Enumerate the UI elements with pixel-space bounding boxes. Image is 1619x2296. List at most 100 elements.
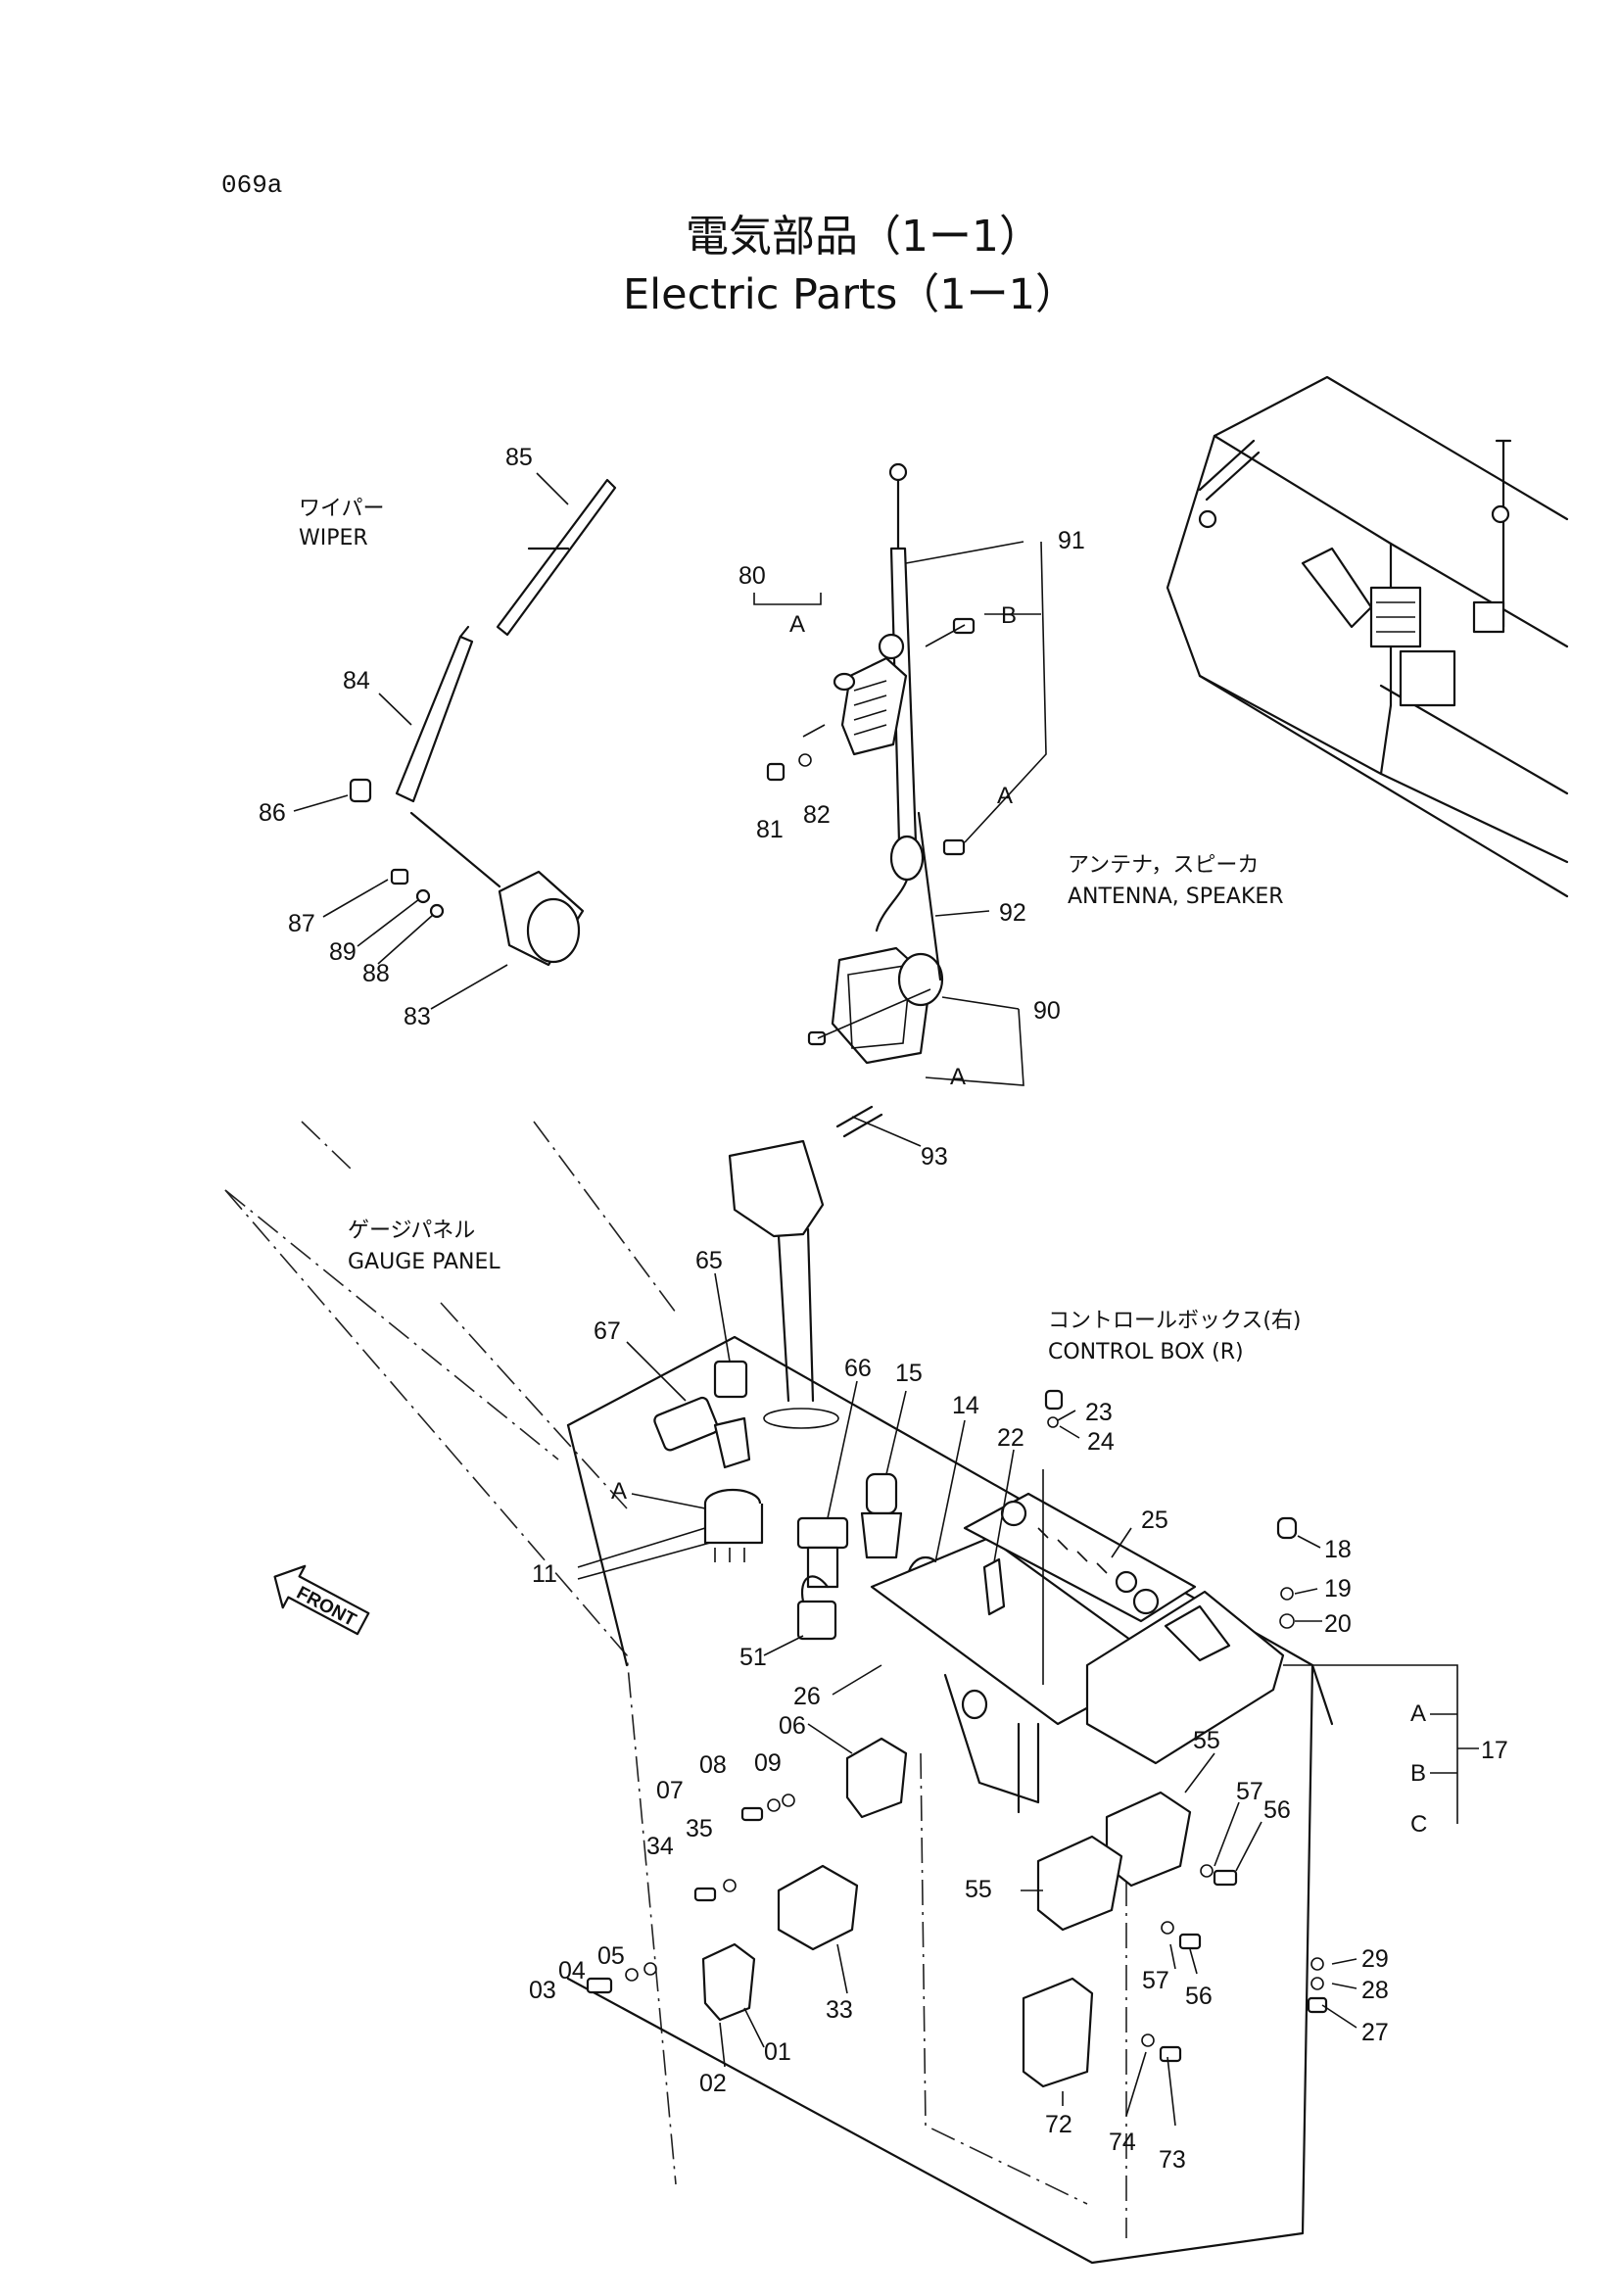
part-number-28: 28 (1361, 1977, 1389, 2004)
part-number-35: 35 (686, 1815, 713, 1842)
speaker-magnet (897, 952, 944, 1007)
monitor-button (1164, 1604, 1231, 1662)
key-cap (713, 1360, 748, 1399)
washer (782, 1794, 795, 1807)
control-box-caption-jp: コントロールボックス(右) (1048, 1309, 1302, 1333)
part-number-18: 18 (1324, 1536, 1352, 1563)
washer (1141, 2033, 1155, 2047)
gauge-caption-en: GAUGE PANEL (348, 1250, 500, 1274)
part-number-56: 56 (1263, 1796, 1291, 1824)
antenna-tip (888, 462, 908, 482)
part-number-06: 06 (779, 1712, 806, 1740)
part-number-02: 02 (699, 2070, 727, 2097)
wiper-blade (496, 478, 617, 637)
antenna-caption-jp: アンテナ，スピーカ (1068, 853, 1259, 878)
part-number-83: 83 (404, 1003, 431, 1030)
part-number-93: 93 (921, 1143, 948, 1171)
washer (429, 903, 445, 919)
title-jp: 電気部品（1ー1） (686, 212, 1042, 262)
wiper-motor (526, 897, 581, 964)
part-number-55: 55 (1193, 1727, 1220, 1754)
control-box-body (566, 1335, 1314, 2265)
wiper-caption-en: WIPER (299, 526, 368, 550)
nut (349, 778, 372, 803)
speaker-cable (835, 1105, 883, 1138)
washer (767, 1798, 781, 1812)
lever-shaft (777, 1227, 815, 1403)
bolt (390, 868, 409, 885)
part-number-91: 91 (1058, 527, 1085, 554)
part-number-27: 27 (1361, 2019, 1389, 2046)
washer (625, 1968, 639, 1982)
part-number-34: 34 (646, 1833, 674, 1860)
front-direction-arrow: FRONT (273, 1564, 370, 1636)
part-number-26: 26 (793, 1683, 821, 1710)
ref-C: C (1410, 1811, 1427, 1838)
cab-speaker (1491, 504, 1510, 524)
washer (798, 753, 812, 767)
part-number-89: 89 (329, 938, 357, 966)
part-number-20: 20 (1324, 1610, 1352, 1638)
ref-A: A (950, 1064, 966, 1090)
control-box-group: 65 67 A 11 66 15 14 22 23 24 25 18 19 20… (529, 1139, 1508, 2265)
washer (1279, 1613, 1295, 1629)
speaker-knob (833, 672, 856, 692)
part-number-25: 25 (1141, 1507, 1168, 1534)
part-number-08: 08 (699, 1751, 727, 1779)
cab-lever (1301, 547, 1373, 629)
key (713, 1416, 751, 1469)
wiper-arm (395, 635, 474, 803)
wiper-group: ワイパー WIPER 85 84 86 87 89 88 83 (259, 444, 617, 1030)
part-number-24: 24 (1087, 1428, 1115, 1456)
cab-speaker-box (1472, 600, 1505, 634)
ref-A: A (789, 611, 805, 638)
part-number-17: 17 (1481, 1737, 1508, 1764)
cab-overview (1166, 375, 1569, 898)
washer (1310, 1977, 1324, 1990)
part-number-09: 09 (754, 1749, 782, 1777)
part-number-86: 86 (259, 799, 286, 827)
antenna-speaker-group: 91 80 A B A 81 82 92 90 A 93 アンテナ，スピーカ A… (738, 462, 1284, 1171)
washer (1047, 1416, 1059, 1428)
part-number-80: 80 (738, 562, 766, 590)
gauge-panel-outline: ゲージパネル GAUGE PANEL (224, 1121, 677, 2185)
monitor-unit (1085, 1590, 1285, 1765)
relay-72 (1022, 1977, 1094, 2088)
cab-control-box (1399, 649, 1456, 707)
part-number-82: 82 (803, 801, 831, 829)
bolt (1159, 2045, 1182, 2063)
bolt (586, 1977, 613, 1994)
bolt (740, 1806, 764, 1822)
ref-B: B (1001, 602, 1017, 629)
antenna-bracket (878, 633, 905, 660)
washer (1310, 1957, 1324, 1971)
part-number-15: 15 (895, 1360, 923, 1387)
part-number-73: 73 (1159, 2146, 1186, 2174)
part-number-90: 90 (1033, 997, 1061, 1025)
part-number-05: 05 (597, 1942, 625, 1970)
part-number-87: 87 (288, 910, 315, 937)
part-number-07: 07 (656, 1777, 684, 1804)
push-switch (865, 1472, 898, 1515)
small-speaker (840, 656, 908, 756)
relay (845, 1737, 908, 1819)
bolt (1178, 1933, 1202, 1950)
rocker-switch (796, 1516, 849, 1550)
part-number-04: 04 (558, 1957, 586, 1985)
bolt (766, 762, 786, 782)
ref-A: A (1410, 1700, 1426, 1727)
part-number-03: 03 (529, 1977, 556, 2004)
front-arrow-icon (273, 1564, 370, 1636)
gauge-caption-jp: ゲージパネル (348, 1219, 475, 1243)
connector (796, 1600, 837, 1641)
bolt (1213, 1869, 1238, 1887)
bolt (807, 1030, 827, 1046)
washer (1280, 1587, 1294, 1601)
part-number-56: 56 (1185, 1983, 1213, 2010)
washer (1161, 1921, 1174, 1935)
washer (723, 1879, 737, 1892)
ref-A: A (997, 783, 1013, 809)
part-number-84: 84 (343, 667, 370, 694)
relay-box (777, 1864, 859, 1951)
control-box-caption-en: CONTROL BOX (R) (1048, 1340, 1244, 1364)
